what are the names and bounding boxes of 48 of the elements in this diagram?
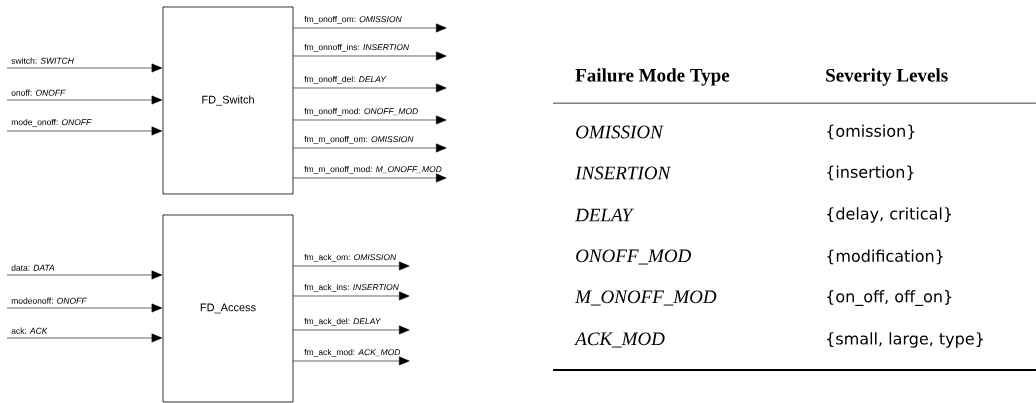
table-cell: M_ONOFF_MOD [575, 290, 717, 306]
edge-label: data: DATA [11, 264, 55, 271]
table-cell: {omission} [827, 124, 915, 140]
table-cell: ACK_MOD [574, 332, 665, 348]
arrow [293, 173, 447, 183]
table-cell: {insertion} [827, 165, 914, 181]
edge-label: fm_m_onoff_om: OMISSION [304, 135, 414, 144]
edge-label: fm_onoff_del: DELAY [304, 75, 387, 84]
block-box: FD_Access [162, 214, 294, 403]
edge-label: fm_onnoff_ins: INSERTION [304, 43, 410, 52]
edge-label: fm_ack_mod: ACK_MOD [304, 348, 401, 357]
table-cell: {delay, critical} [827, 207, 952, 223]
arrow [293, 291, 410, 301]
edge-label: fm_m_onoff_mod: M_ONOFF_MOD [304, 165, 442, 174]
table-cell: {on_off, off_on} [827, 290, 952, 306]
edge-label: switch: SWITCH [11, 57, 74, 64]
arrow [293, 83, 447, 93]
edge-label: fm_ack_del: DELAY [304, 317, 381, 326]
table-cell: ONOFF_MOD [576, 249, 691, 265]
edge-label: mode_onoff: ONOFF [11, 118, 92, 127]
edge-label: fm_onoff_mod: ONOFF_MOD [304, 107, 418, 116]
arrow [293, 143, 447, 153]
arrow [293, 356, 410, 366]
table-cell: INSERTION [575, 166, 672, 180]
table-cell: {small, large, type} [827, 332, 983, 348]
column-header: Severity Levels [826, 68, 948, 86]
table-cell: {modification} [827, 249, 943, 265]
table-cell: DELAY [575, 208, 634, 222]
edge-label: fm_ack_om: OMISSION [304, 253, 397, 262]
arrow [293, 325, 410, 335]
edge-label: onoff: ONOFF [11, 89, 66, 96]
arrow [293, 261, 410, 271]
arrow [6, 333, 163, 343]
block-box: FD_Switch [162, 6, 294, 195]
arrow [293, 23, 447, 33]
edge-label: modeonoff: ONOFF [11, 297, 87, 304]
edge-label: ack: ACK [11, 327, 48, 334]
arrow [6, 126, 163, 136]
arrow [6, 303, 163, 313]
arrow [293, 51, 447, 61]
edge-label: fm_ack_ins: INSERTION [304, 283, 399, 292]
column-header: Failure Mode Type [575, 68, 730, 86]
arrow [6, 63, 163, 73]
table-cell: OMISSION [576, 125, 664, 139]
edge-label: fm_onoff_om: OMISSION [304, 15, 402, 24]
arrow [6, 270, 163, 280]
arrow [293, 115, 447, 125]
arrow [6, 95, 163, 105]
